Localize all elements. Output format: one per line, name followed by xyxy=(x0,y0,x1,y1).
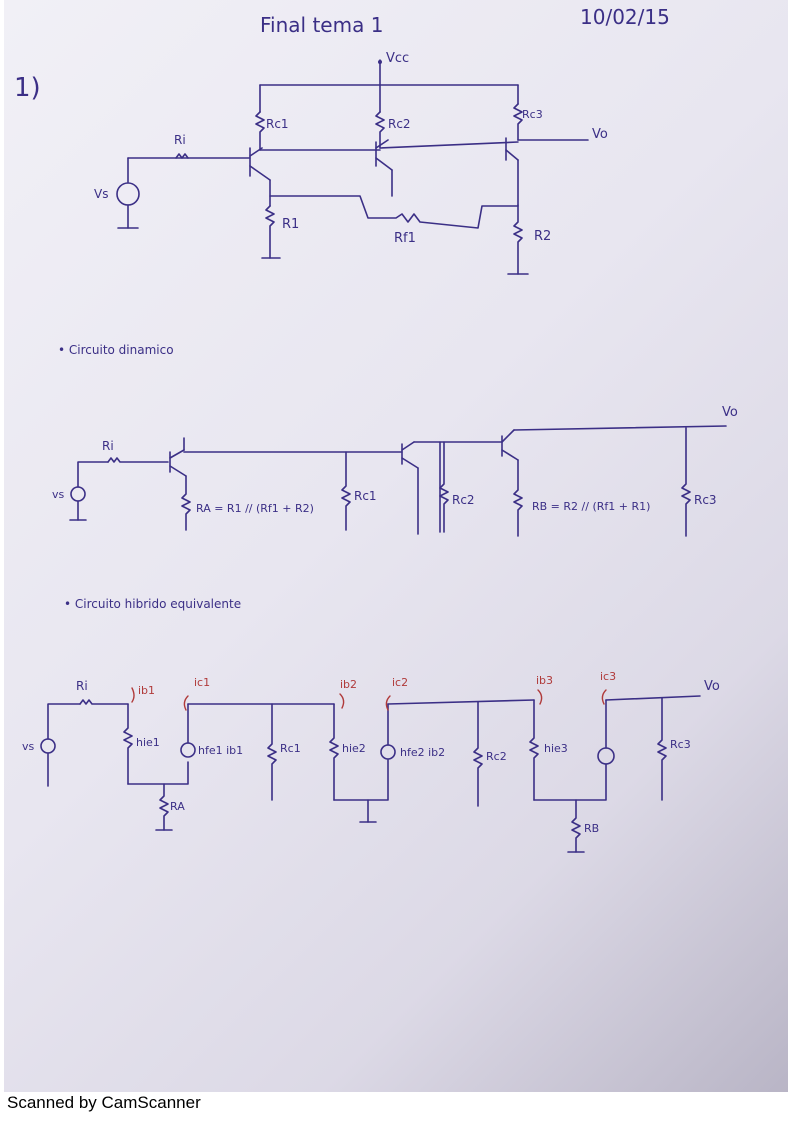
ib1-label: ib1 xyxy=(138,684,155,697)
ic2-label: ic2 xyxy=(392,676,408,689)
ri-label-3: Ri xyxy=(76,679,88,693)
rb-expression: RB = R2 // (Rf1 + R1) xyxy=(532,500,650,513)
hie2-label: hie2 xyxy=(342,742,366,755)
rb-label-3: RB xyxy=(584,822,599,835)
r2-label: R2 xyxy=(534,229,551,244)
scanned-page: Final tema 1 10/02/15 1) Vcc Rc1 Rc2 Rc3… xyxy=(4,0,788,1092)
rc3-label-2: Rc3 xyxy=(694,493,717,507)
hybrid-circuit-heading: • Circuito hibrido equivalente xyxy=(64,597,241,611)
vo-label-2: Vo xyxy=(722,405,738,420)
hfe2-label: hfe2 ib2 xyxy=(400,746,445,759)
page-title: Final tema 1 xyxy=(260,13,383,37)
vs-label-2: vs xyxy=(52,488,65,501)
rc3-label-3: Rc3 xyxy=(670,738,691,751)
problem-number: 1) xyxy=(14,73,41,103)
rc2-label: Rc2 xyxy=(388,117,411,131)
original-circuit: Vcc Rc1 Rc2 Rc3 Vo Ri xyxy=(94,51,608,275)
rc1-label: Rc1 xyxy=(266,117,289,131)
hfe1-label: hfe1 ib1 xyxy=(198,744,243,757)
vcc-label: Vcc xyxy=(386,51,409,66)
ic1-label: ic1 xyxy=(194,676,210,689)
dynamic-circuit-heading: • Circuito dinamico xyxy=(58,343,174,357)
hybrid-circuit: vs Ri ib1 hie1 RA hfe1 ib1 ic1 Rc1 ib2 h… xyxy=(22,670,720,853)
rc2-label-3: Rc2 xyxy=(486,750,507,763)
rc1-label-2: Rc1 xyxy=(354,489,377,503)
dynamic-circuit: vs Ri RA = R1 // (Rf1 + R2) Rc1 Rc2 xyxy=(52,405,738,537)
vs-label-1: Vs xyxy=(94,187,108,201)
ri-label-1: Ri xyxy=(174,133,186,147)
ib3-label: ib3 xyxy=(536,674,553,687)
rc1-label-3: Rc1 xyxy=(280,742,301,755)
rf1-label: Rf1 xyxy=(394,231,416,246)
hie1-label: hie1 xyxy=(136,736,160,749)
scanner-footer: Scanned by CamScanner xyxy=(7,1093,201,1112)
ri-label-2: Ri xyxy=(102,439,114,453)
ra-expression: RA = R1 // (Rf1 + R2) xyxy=(196,502,314,515)
rc3-label: Rc3 xyxy=(522,108,543,121)
r1-label: R1 xyxy=(282,217,299,232)
vo-label-3: Vo xyxy=(704,679,720,694)
ib2-label: ib2 xyxy=(340,678,357,691)
ra-label-3: RA xyxy=(170,800,185,813)
hie3-label: hie3 xyxy=(544,742,568,755)
vo-label-1: Vo xyxy=(592,127,608,142)
vs-label-3: vs xyxy=(22,740,35,753)
handwritten-notes: Final tema 1 10/02/15 1) Vcc Rc1 Rc2 Rc3… xyxy=(14,5,738,853)
page-date: 10/02/15 xyxy=(580,5,670,29)
rc2-label-2: Rc2 xyxy=(452,493,475,507)
ic3-label: ic3 xyxy=(600,670,616,683)
